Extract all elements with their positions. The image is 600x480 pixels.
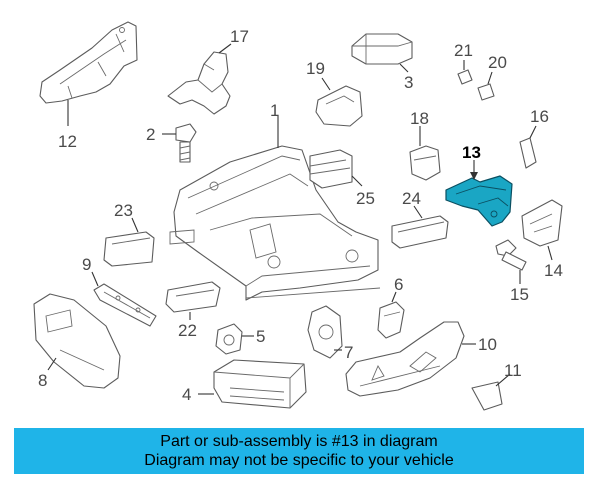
banner-line-1: Part or sub-assembly is #13 in diagram bbox=[160, 433, 438, 450]
callout-16: 16 bbox=[530, 107, 549, 126]
callout-8: 8 bbox=[38, 371, 47, 390]
callout-23: 23 bbox=[114, 201, 133, 220]
callout-13: 13 bbox=[462, 143, 481, 162]
callout-11: 11 bbox=[504, 361, 522, 380]
banner-line-2: Diagram may not be specific to your vehi… bbox=[144, 452, 454, 469]
part-21-clip[interactable] bbox=[457, 60, 473, 85]
part-9-rail-strip[interactable] bbox=[91, 271, 157, 327]
callout-17: 17 bbox=[230, 27, 249, 46]
part-8-side-panel[interactable] bbox=[33, 293, 121, 389]
callout-7: 7 bbox=[344, 343, 353, 362]
callout-3: 3 bbox=[404, 73, 413, 92]
callout-19: 19 bbox=[306, 59, 325, 78]
part-18-knob[interactable] bbox=[409, 126, 441, 181]
callout-6: 6 bbox=[394, 275, 403, 294]
callout-20: 20 bbox=[488, 53, 507, 72]
part-5-motor[interactable] bbox=[215, 323, 254, 355]
part-6-small-cover[interactable] bbox=[377, 291, 405, 339]
callout-9: 9 bbox=[82, 255, 91, 274]
callout-14: 14 bbox=[544, 261, 563, 280]
part-20-plug[interactable] bbox=[477, 71, 495, 101]
part-24-side-cover[interactable] bbox=[391, 205, 449, 249]
callout-24: 24 bbox=[402, 189, 421, 208]
part-15-bolt[interactable] bbox=[495, 239, 527, 284]
part-4-control-module[interactable] bbox=[198, 359, 307, 409]
callout-15: 15 bbox=[510, 285, 529, 304]
part-22-bracket[interactable] bbox=[165, 281, 221, 320]
part-3-module[interactable] bbox=[351, 33, 413, 73]
part-16-clip[interactable] bbox=[519, 125, 537, 169]
part-19-cover[interactable] bbox=[315, 77, 363, 127]
part-23-cover[interactable] bbox=[103, 217, 155, 267]
part-10-seat-shield[interactable] bbox=[345, 321, 476, 397]
part-17-bracket[interactable] bbox=[167, 43, 232, 115]
callout-2: 2 bbox=[146, 125, 155, 144]
part-7-motor-unit[interactable] bbox=[307, 305, 343, 359]
part-25-rail-cover[interactable] bbox=[309, 149, 363, 189]
part-2-bolt[interactable] bbox=[162, 123, 197, 163]
callout-18: 18 bbox=[410, 109, 429, 128]
callout-10: 10 bbox=[478, 335, 497, 354]
part-13-highlighted-assembly[interactable] bbox=[445, 160, 513, 227]
part-12-side-trim[interactable] bbox=[39, 21, 138, 126]
callout-4: 4 bbox=[182, 385, 191, 404]
callout-12: 12 bbox=[58, 132, 77, 151]
part-11-trim-piece[interactable] bbox=[471, 373, 511, 411]
callout-25: 25 bbox=[356, 189, 375, 208]
callout-1: 1 bbox=[270, 101, 279, 120]
part-14-actuator[interactable] bbox=[521, 199, 563, 261]
callout-21: 21 bbox=[454, 41, 473, 60]
part-1-seat-frame[interactable] bbox=[169, 116, 381, 301]
callout-5: 5 bbox=[256, 327, 265, 346]
parts-diagram: 12 17 3 21 20 19 2 bbox=[33, 21, 563, 411]
info-banner: Part or sub-assembly is #13 in diagram D… bbox=[14, 428, 584, 474]
callout-22: 22 bbox=[178, 321, 197, 340]
